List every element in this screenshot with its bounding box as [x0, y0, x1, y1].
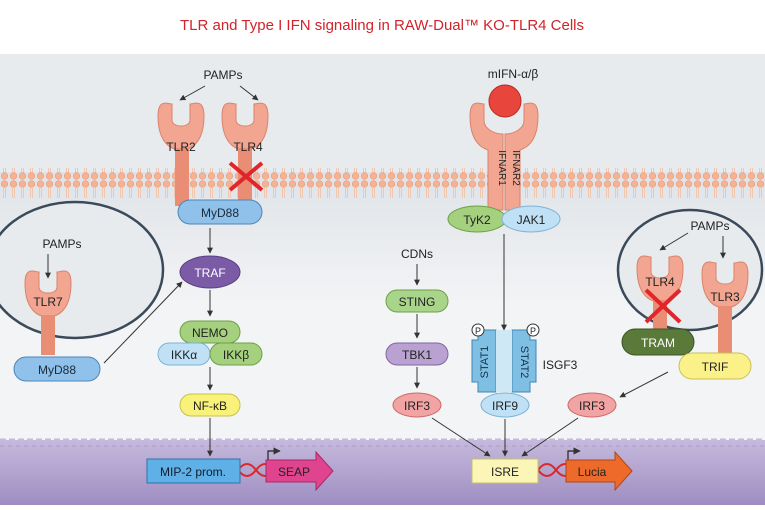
irf9-node: [480, 392, 530, 418]
lucia-label: Lucia: [578, 465, 607, 479]
trif-node: [678, 352, 752, 380]
tlr4-right-label: TLR4: [645, 275, 675, 289]
tlr4-top-label: TLR4: [233, 140, 263, 154]
nucleus: [0, 440, 765, 505]
tss-arrow-left: [267, 447, 281, 462]
phospho-stat2-label: P: [530, 326, 536, 336]
pamps-to-tlr2-arrow: [179, 85, 206, 101]
myd88-left: [13, 356, 101, 382]
irf3-right-label: IRF3: [579, 399, 605, 413]
tram-label: TRAM: [641, 336, 675, 350]
seap-gene: [265, 450, 334, 492]
myd88-left-label: MyD88: [38, 363, 76, 377]
pamps-to-tlr4-right-arrow: [659, 232, 689, 251]
tlr7-receptor: [24, 270, 72, 355]
mip2-promoter: [146, 458, 241, 484]
tlr7-label: TLR7: [33, 295, 63, 309]
tbk1-label: TBK1: [402, 348, 432, 362]
phospho-stat2: [526, 323, 540, 337]
nemo-label: NEMO: [192, 326, 228, 340]
jak1-node: [501, 205, 561, 233]
tlr2-receptor: [157, 102, 205, 206]
tlr4-knockout-cross-top: [228, 161, 264, 192]
trif-to-irf3-arrow: [619, 371, 669, 398]
trif-label: TRIF: [702, 360, 729, 374]
plasma-membrane: [0, 168, 765, 198]
stat2-label: STAT2: [518, 346, 530, 379]
isgf3-label: ISGF3: [543, 358, 578, 372]
irf3-right-node: [567, 392, 617, 418]
nfkb-node: [179, 393, 241, 417]
tlr4-knockout-cross-right: [644, 288, 682, 324]
nfkb-label: NF-κB: [193, 399, 227, 413]
phospho-stat1: [471, 323, 485, 337]
irf9-label: IRF9: [492, 399, 518, 413]
ikka-label: IKKα: [171, 348, 197, 362]
myd88-left-to-traf-arrow: [103, 281, 183, 364]
tss-arrow-right: [567, 447, 581, 462]
tlr3-receptor: [701, 261, 749, 354]
seap-label: SEAP: [278, 465, 310, 479]
ifnar1-label: IFNAR1: [496, 150, 507, 186]
ifnar2-label: IFNAR2: [510, 150, 521, 186]
pamps-left-label: PAMPs: [42, 237, 81, 251]
pamps-right-label: PAMPs: [690, 219, 729, 233]
extracellular-space: [0, 54, 765, 172]
stat1-label: STAT1: [479, 346, 491, 379]
mip2-label: MIP-2 prom.: [160, 465, 226, 479]
irf3-mid-node: [392, 392, 442, 418]
ifnar-receptor: [469, 102, 539, 211]
sting-node: [385, 289, 449, 313]
ikkb-label: IKKβ: [223, 348, 249, 362]
endosome-left: [0, 200, 165, 340]
isre-label: ISRE: [491, 465, 519, 479]
tbk1-node: [385, 342, 449, 366]
mifn-label: mIFN-α/β: [488, 67, 539, 81]
tyk2-label: TyK2: [463, 213, 491, 227]
jak1-label: JAK1: [517, 213, 546, 227]
nemo-node: [179, 320, 241, 344]
myd88-top: [177, 199, 263, 225]
diagram-title: TLR and Type I IFN signaling in RAW-Dual…: [180, 17, 584, 34]
nuclear-membrane: [0, 438, 765, 447]
isre-promoter: [471, 458, 539, 484]
traf-label: TRAF: [194, 266, 225, 280]
ikkb-node: [209, 342, 263, 366]
tlr3-label: TLR3: [710, 290, 740, 304]
irf3-mid-label: IRF3: [404, 399, 430, 413]
tram-node: [621, 328, 695, 356]
irf3-mid-to-isre-arrow: [431, 417, 491, 457]
pamps-to-tlr4-arrow: [239, 85, 259, 101]
myd88-top-label: MyD88: [201, 206, 239, 220]
sting-label: STING: [399, 295, 436, 309]
cdns-label: CDNs: [401, 247, 433, 261]
pamps-top-label: PAMPs: [203, 68, 242, 82]
stat-complex: [471, 329, 537, 393]
phospho-stat1-label: P: [475, 326, 481, 336]
lucia-gene: [565, 450, 633, 492]
ifn-ball: [488, 84, 522, 118]
irf3-right-to-isre-arrow: [521, 417, 579, 457]
tlr2-label: TLR2: [166, 140, 196, 154]
traf-node: [179, 255, 241, 289]
